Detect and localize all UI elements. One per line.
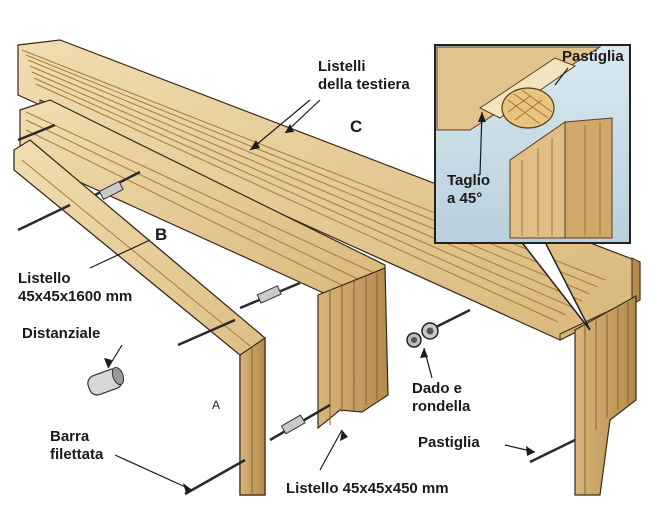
nut-and-washer-part (406, 322, 439, 348)
part-c-label: C (350, 117, 363, 136)
detail-inset (434, 44, 631, 331)
rod-spacers (98, 180, 306, 435)
spacer-label: Distanziale (22, 325, 101, 342)
leader-arrowheads (104, 112, 535, 493)
frame-b (19, 99, 389, 430)
nut-washer-label: Dado e rondella (412, 380, 471, 415)
short-slat-label: Listello 45x45x450 mm (286, 480, 449, 497)
head-slats-label: Listelli della testiera (318, 58, 410, 93)
cut-45-label: Taglio a 45° (447, 172, 491, 207)
part-b-label: B (155, 225, 168, 244)
long-slat-label: Listello 45x45x1600 mm (18, 270, 133, 305)
threaded-rod-label: Barra filettata (50, 428, 104, 463)
frame-a (13, 139, 266, 496)
spacer-part (87, 366, 125, 396)
inset-biscuit-label: Pastiglia (562, 48, 624, 65)
leader-lines (89, 67, 569, 491)
part-a-label: A (212, 398, 221, 412)
biscuit-label: Pastiglia (418, 434, 480, 451)
